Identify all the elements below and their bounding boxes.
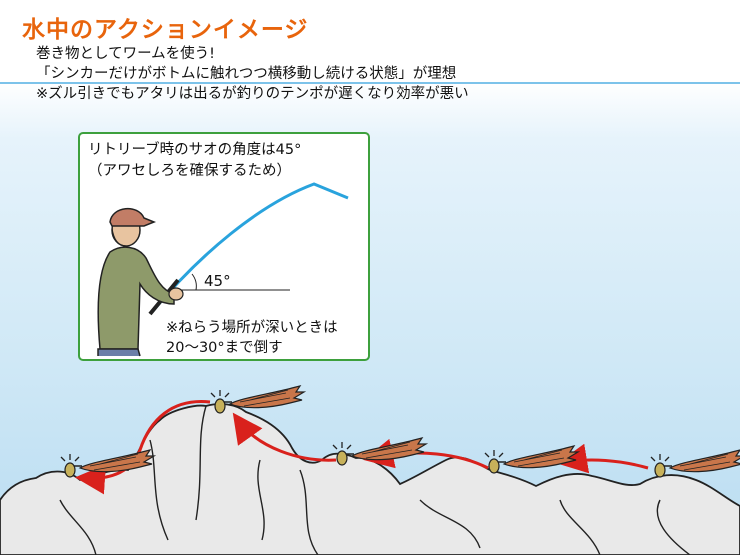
description-block: 巻き物としてワームを使う! 「シンカーだけがボトムに触れつつ横移動し続ける状態」… [36, 44, 469, 104]
description-line-1: 巻き物としてワームを使う! [36, 46, 215, 62]
angle-label: 45° [204, 272, 231, 290]
rock-cracks [59, 405, 691, 555]
inset-heading-line-2: （アワセしろを確保するため） [88, 163, 291, 179]
sinker-worm-rig [650, 449, 740, 478]
rod-angle-inset: リトリーブ時のサオの角度は45° （アワセしろを確保するため） 45° ※ねらう… [78, 132, 370, 361]
motion-arrow [232, 412, 337, 462]
inset-note-line-1: ※ねらう場所が深いときは [166, 320, 338, 336]
description-line-2: 「シンカーだけがボトムに触れつつ横移動し続ける状態」が理想 [36, 66, 457, 82]
sinker-worm-rig [484, 445, 579, 474]
inset-note-line-2: 20〜30°まで倒す [166, 340, 283, 356]
sinker-worm-rig [332, 437, 427, 466]
inset-heading: リトリーブ時のサオの角度は45° （アワセしろを確保するため） [88, 140, 301, 182]
page-title: 水中のアクションイメージ [22, 17, 309, 43]
motion-arrow [557, 443, 649, 474]
water-surface-line [0, 82, 740, 84]
angler-illustration [97, 182, 349, 357]
inset-heading-line-1: リトリーブ時のサオの角度は45° [88, 142, 302, 158]
angler-figure [97, 208, 184, 357]
description-line-3: ※ズル引きでもアタリは出るが釣りのテンポが遅くなり効率が悪い [36, 86, 469, 102]
inset-note: ※ねらう場所が深いときは 20〜30°まで倒す [166, 318, 338, 358]
sinker-worm-rig [210, 385, 305, 414]
rock-bottom [0, 403, 740, 555]
motion-arrow [75, 400, 211, 495]
